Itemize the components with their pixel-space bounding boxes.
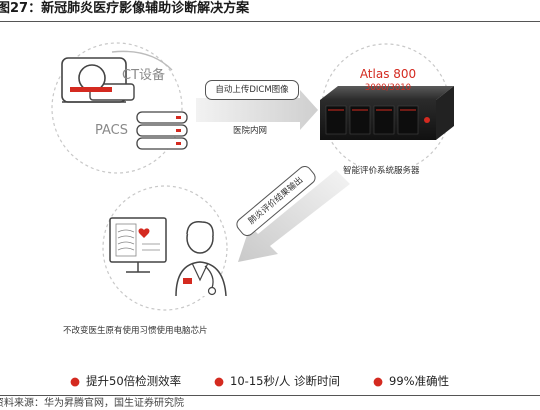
doctor-circle: [102, 185, 228, 311]
server-caption: 智能评价系统服务器: [343, 166, 420, 176]
atlas-server-icon: [320, 86, 454, 140]
doctor-caption: 不改变医生原有使用习惯使用电脑芯片: [63, 326, 208, 336]
figure-title: 图27：新冠肺炎医疗影像辅助诊断解决方案: [0, 1, 250, 16]
server-model: 3000/3010: [364, 83, 412, 93]
server-name: Atlas 800: [359, 67, 417, 81]
ct-label: CT设备: [122, 68, 166, 83]
bottom-divider: [0, 395, 540, 396]
network-label: 医院内网: [233, 126, 268, 136]
bullet-dot-icon: ●: [70, 374, 81, 388]
bullet-dot-icon: ●: [214, 374, 225, 388]
result-arrow: [238, 170, 350, 262]
ct-pacs-circle: [51, 42, 183, 174]
ct-scanner-icon: [61, 57, 135, 103]
doctor-icon: [109, 217, 227, 297]
title-divider: [0, 21, 540, 22]
ct-arc-arrow: [111, 50, 173, 71]
bullet-dot-icon: ●: [373, 374, 384, 388]
upload-tag: 自动上传DICM图像: [205, 80, 299, 100]
benefit-accuracy: ●99%准确性: [373, 374, 450, 388]
solution-diagram: [51, 42, 454, 311]
pacs-server-icon: [136, 111, 188, 150]
figure-source: 资料来源：华为昇腾官网，国生证券研究院: [0, 398, 184, 409]
benefit-diagnosis-time: ●10-15秒/人 诊断时间: [214, 374, 340, 388]
benefit-efficiency: ●提升50倍检测效率: [70, 374, 182, 388]
upload-arrow: [196, 90, 318, 130]
benefits-row: ●提升50倍检测效率 ●10-15秒/人 诊断时间 ●99%准确性: [0, 373, 540, 389]
pacs-label: PACS: [95, 123, 129, 138]
